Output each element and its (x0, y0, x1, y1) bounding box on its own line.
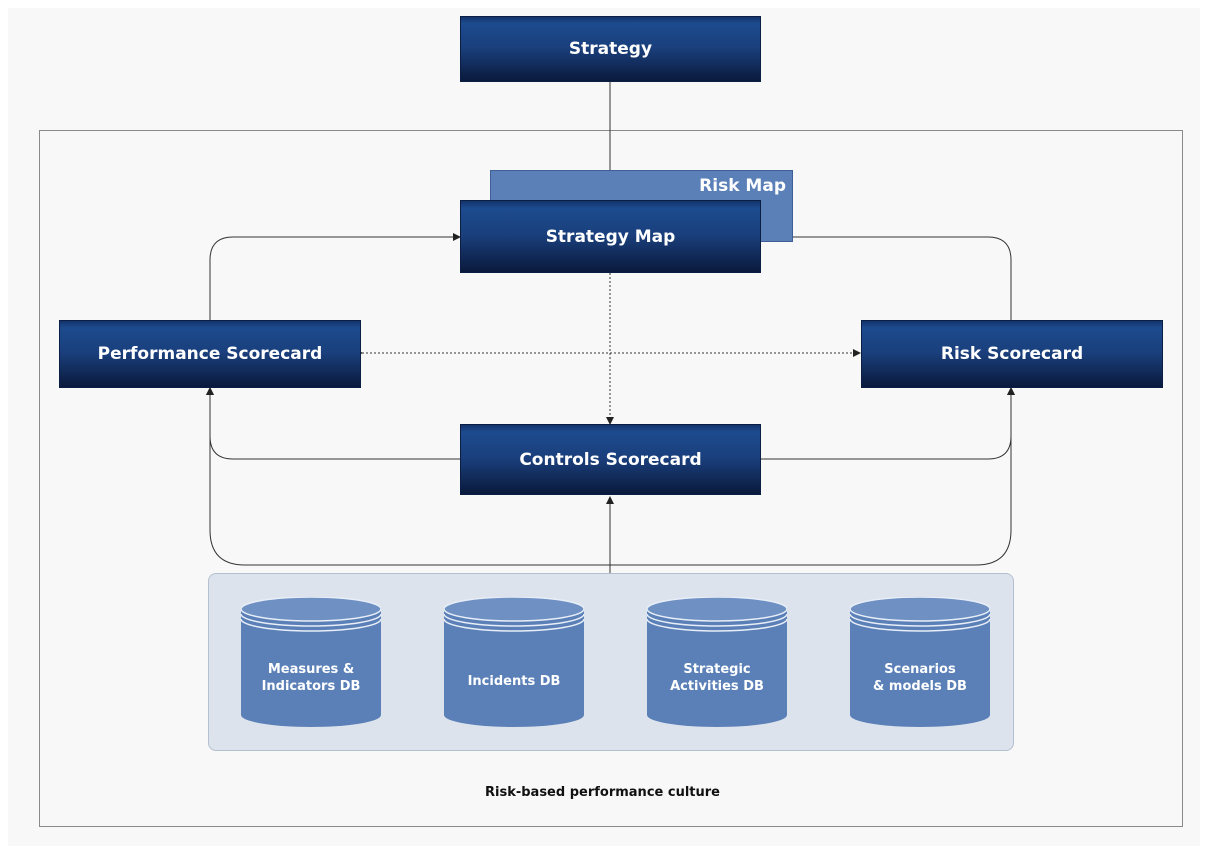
edge-controls-to-performance (206, 387, 460, 460)
edge-db-to-performance (206, 387, 610, 566)
controls-scorecard-label: Controls Scorecard (519, 449, 702, 470)
risk-scorecard-label: Risk Scorecard (940, 344, 1084, 364)
database-label: Scenarios & models DB (873, 662, 967, 694)
database-icon (850, 597, 990, 727)
database-icon (241, 597, 381, 727)
strategy-label: Strategy (568, 39, 653, 59)
strategy-map-box: Strategy Map (460, 200, 761, 273)
culture-frame (39, 130, 1183, 827)
risk-scorecard-box: Risk Scorecard (861, 320, 1163, 388)
edge-performance-to-map (209, 233, 461, 320)
strategy-box: Strategy (460, 16, 761, 82)
database-cylinder: Strategic Activities DB (647, 597, 787, 727)
strategy-map-label: Strategy Map (545, 226, 676, 247)
database-cylinder: Scenarios & models DB (850, 597, 990, 727)
database-icon (444, 597, 584, 727)
database-label: Measures & Indicators DB (261, 662, 361, 694)
risk-map-label: Risk Map (699, 176, 786, 196)
database-label: Strategic Activities DB (670, 662, 764, 694)
database-cylinder: Measures & Indicators DB (241, 597, 381, 727)
controls-scorecard-box: Controls Scorecard (460, 424, 761, 495)
edge-risk-to-map (760, 233, 1012, 320)
edge-controls-to-risk (761, 387, 1015, 460)
database-label: Incidents DB (467, 674, 561, 689)
edge-db-to-risk (610, 387, 1015, 566)
database-icon (647, 597, 787, 727)
performance-scorecard-label: Performance Scorecard (97, 344, 323, 364)
diagram-caption: Risk-based performance culture (485, 785, 720, 800)
database-cylinder: Incidents DB (444, 597, 584, 727)
performance-scorecard-box: Performance Scorecard (59, 320, 361, 388)
